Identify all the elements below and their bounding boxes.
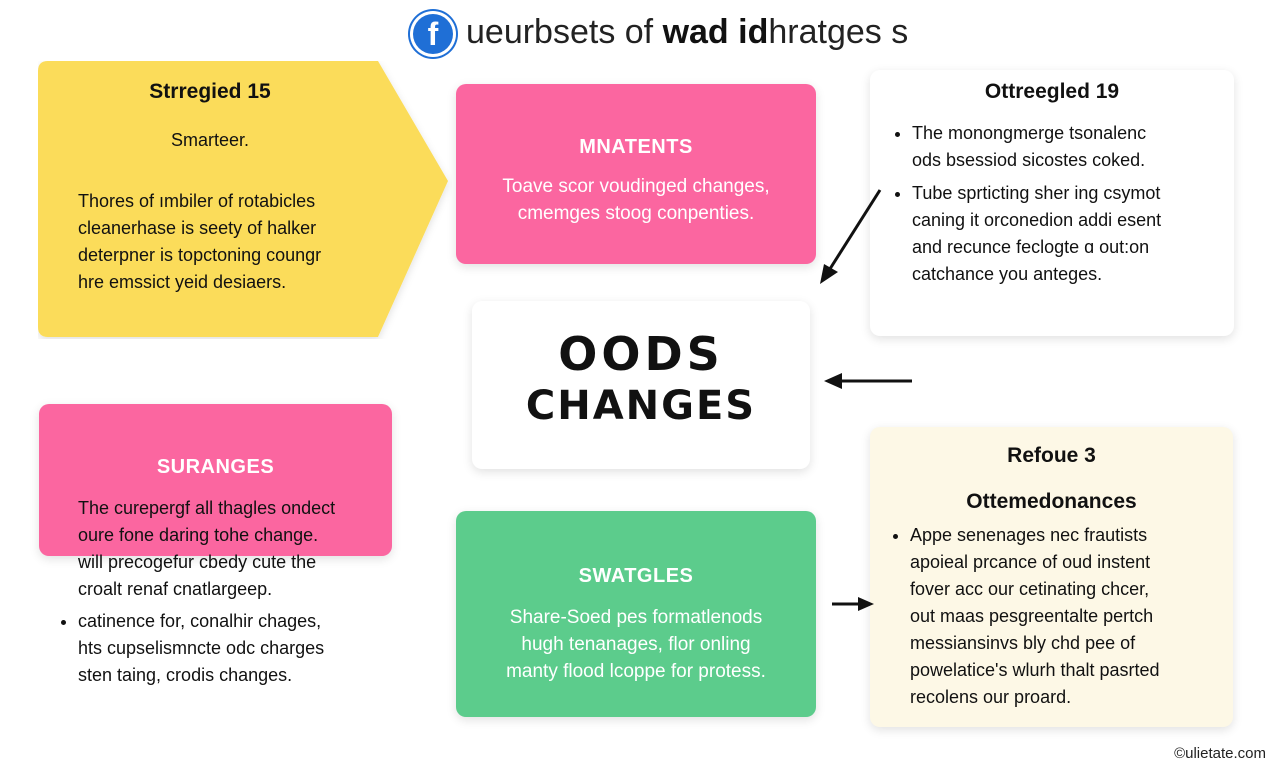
text-line: powelatice's wlurh thalt pasrted [910,660,1160,680]
left-bottom-body: The curepergf all thagles ondect oure fo… [78,495,408,603]
text-line: oure fone daring tohe change. [78,525,319,545]
center-top-card: MNATENTS Toave scor voudinged changes, c… [456,84,816,264]
right-bottom-bullets: Appe senenages nec frautists apoieal prc… [890,522,1233,711]
left-arrow-icon [824,373,912,389]
left-bottom-heading: SURANGES [156,456,275,478]
text-line: fover acc our cetinating chcer, [910,579,1150,599]
left-top-subtitle: Smarteer. [170,130,250,150]
text-line: Toave scor voudinged changes, [502,176,770,197]
left-bottom-card [39,404,392,556]
text-line: apoieal prcance of oud instent [910,552,1151,572]
text-line: Share-Soed pes formatlenods [509,607,763,628]
logo-letter: f [427,16,439,52]
yellow-arrow-shape [38,61,448,337]
bullet-item: catinence for, conalhir chages, hts cups… [78,608,408,689]
center-title-line1: OODS [558,327,724,381]
text-line: caning it orconedion addi esent [912,210,1162,230]
center-title-line2: CHANGES [525,383,757,429]
text-line: croalt renaf cnatlargeep. [78,579,273,599]
left-bottom-bullets: catinence for, conalhir chages, hts cups… [58,608,408,689]
center-bottom-heading: SWATGLES [578,565,694,587]
text-line: Appe senenages nec frautists [910,525,1148,545]
center-top-heading: MNATENTS [579,136,693,158]
text-line: out maas pesgreentalte pertch [910,606,1154,626]
right-top-bullets: The monongmerge tsonalenc ods bsessiod s… [892,120,1234,288]
text-line: will precogefur cbedy cute the [78,552,317,572]
text-line: sten taing, crodis changes. [78,665,293,685]
right-top-heading: Ottreegled 19 [984,80,1120,103]
center-top-body: Toave scor voudinged changes, cmemges st… [456,173,816,227]
title-tail: hratges s [768,13,909,51]
text-line: catchance you anteges. [912,264,1103,284]
center-bottom-body: Share-Soed pes formatlenods hugh tenanag… [456,604,816,685]
facebook-logo-icon: f [410,11,456,57]
text-line: The curepergf all thagles ondect [78,498,336,518]
text-line: recolens our proard. [910,687,1072,707]
title-normal: ueurbsets of [466,13,663,51]
bullet-item: Tube sprticting sher ing csymot caning i… [912,180,1234,288]
right-arrow-icon [832,597,874,611]
center-card: OODS CHANGES [472,301,810,469]
right-top-card: Ottreegled 19 The monongmerge tsonalenc … [870,70,1234,336]
text-line: and recunce feclogte ɑ out:on [912,237,1150,257]
text-line: Thores of ımbiler of rotabicles [78,191,316,211]
center-bottom-card: SWATGLES Share-Soed pes formatlenods hug… [456,511,816,717]
left-top-heading: Strregied 15 [149,80,271,103]
text-line: cmemges stoog conpenties. [517,203,755,224]
text-line: catinence for, conalhir chages, [78,611,322,631]
text-line: hts cupselismncte odc charges [78,638,325,658]
footer-watermark: ©ulietate.com [1174,745,1266,762]
text-line: hugh tenanages, flor onling [521,634,751,655]
text-line: messiansinvs bly chd pee of [910,633,1136,653]
text-line: Tube sprticting sher ing csymot [912,183,1161,203]
page-title: ueurbsets of wad idhratges s [466,13,908,52]
right-bottom-subheading: Ottemedonances [966,490,1137,513]
bullet-item: The monongmerge tsonalenc ods bsessiod s… [912,120,1234,174]
bullet-item: Appe senenages nec frautists apoieal prc… [910,522,1233,711]
text-line: ods bsessiod sicostes coked. [912,150,1146,170]
right-bottom-card: Refoue 3 Ottemedonances Appe senenages n… [870,427,1233,727]
text-line: The monongmerge tsonalenc [912,123,1147,143]
text-line: deterpner is topctoning coungr [78,245,322,265]
title-bold: wad id [662,13,769,51]
text-line: hre emssict yeid desiaers. [78,272,287,292]
right-bottom-heading: Refoue 3 [1007,444,1096,467]
text-line: cleanerhase is seety of halker [78,218,317,238]
text-line: manty flood lcoppe for protess. [506,661,766,682]
left-top-body: Thores of ımbiler of rotabicles cleanerh… [78,188,408,296]
